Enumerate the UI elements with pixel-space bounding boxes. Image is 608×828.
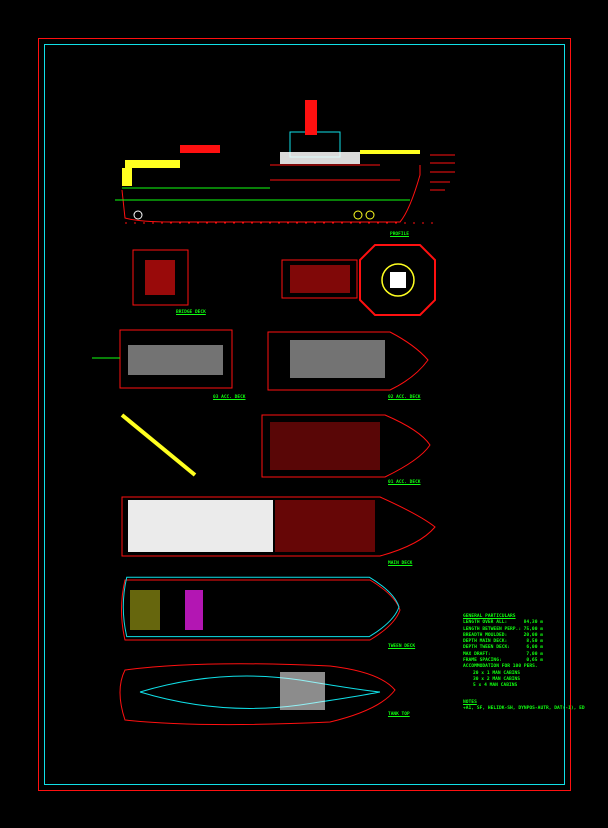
tween-deck-view [121, 576, 401, 641]
general-particulars-block: GENERAL PARTICULARS LENGTH OVER ALL:84,3… [463, 614, 585, 712]
label-acc-deck-02: 02 ACC. DECK [388, 395, 421, 400]
accommodation-title: ACCOMMODATION FOR 100 PERS. [463, 664, 538, 670]
main-deck-view [121, 496, 436, 557]
particular-row: MAX DRAFT:7,00 m [463, 651, 543, 657]
particular-row: LENGTH BETWEEN PERP.:75,00 m [463, 626, 543, 632]
notes-text: +A1, SF, HELIDK-SH, DYNPOS-AUTR, DAT(-1)… [463, 705, 585, 711]
label-tween-deck: TWEEN DECK [388, 644, 416, 649]
label-acc-deck-03-left: 03 ACC. DECK [213, 395, 246, 400]
particular-row: FRAME SPACING:0,65 m [463, 658, 543, 664]
acc-deck-02-view [120, 413, 431, 478]
particular-row: DEPTH MAIN DECK:8,50 m [463, 639, 543, 645]
particular-row: DEPTH TWEEN DECK:6,00 m [463, 645, 543, 651]
drawing-border-outer [38, 38, 571, 791]
particular-row: BREADTH MOULDED:20,00 m [463, 632, 543, 638]
label-tank-top: TANK TOP [388, 712, 410, 717]
particular-row: LENGTH OVER ALL:84,30 m [463, 620, 543, 626]
label-profile: PROFILE [390, 232, 409, 237]
notes-title: NOTES [463, 699, 477, 705]
cabin-row: 5 x 4 MAN CABINS [473, 683, 518, 689]
drawing-border-inner [44, 44, 565, 785]
profile-view [115, 100, 455, 224]
label-acc-deck-01: 01 ACC. DECK [388, 480, 421, 485]
particulars-title: GENERAL PARTICULARS [463, 614, 516, 619]
label-main-deck: MAIN DECK [388, 561, 413, 566]
cabin-row: 20 x 1 MAN CABINS [473, 670, 521, 676]
bridge-deck-view [132, 244, 436, 316]
tank-top-view [119, 663, 396, 726]
label-bridge-deck: BRIDGE DECK [176, 310, 206, 315]
cabin-row: 30 x 2 MAN CABINS [473, 676, 521, 682]
acc-deck-03-view [92, 329, 429, 391]
